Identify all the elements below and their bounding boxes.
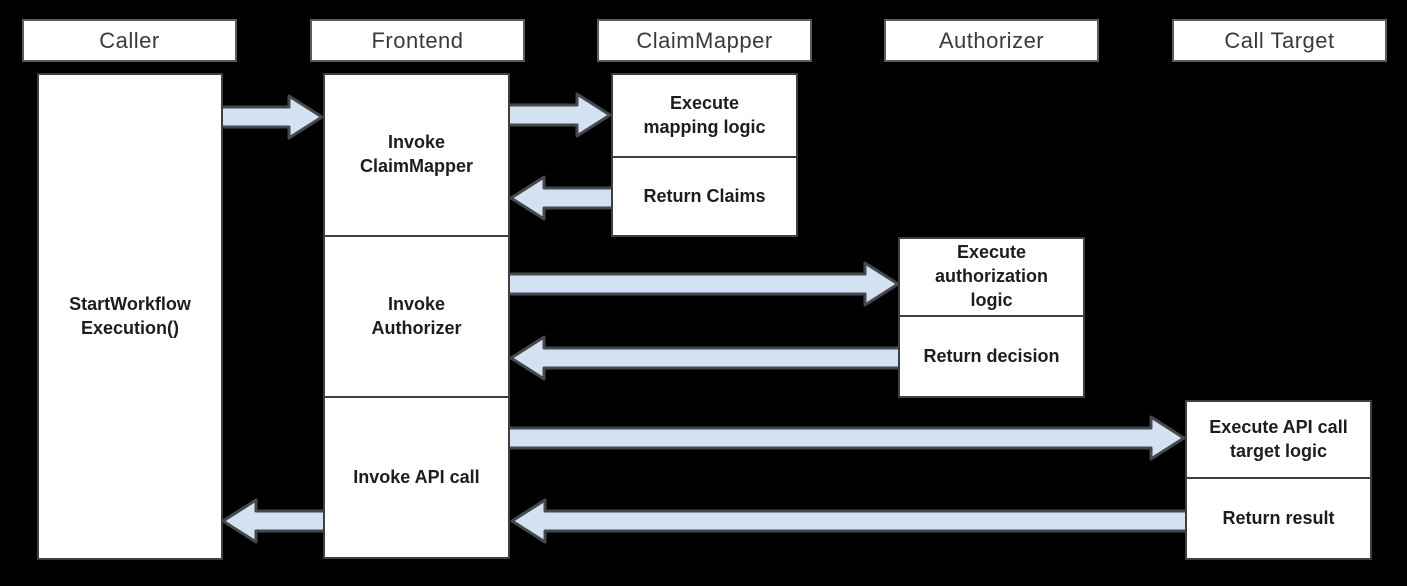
step-return-claims: Return Claims: [611, 156, 798, 237]
arrow-frontend-to-claimmapper: [506, 92, 612, 138]
column-header-frontend: Frontend: [310, 19, 525, 62]
arrow-frontend-to-call-target: [506, 415, 1186, 461]
column-header-claimmapper: ClaimMapper: [597, 19, 812, 62]
column-header-call-target: Call Target: [1172, 19, 1387, 62]
step-execute-mapping-logic: Execute mapping logic: [611, 73, 798, 158]
step-return-decision: Return decision: [898, 315, 1085, 398]
arrow-claimmapper-to-frontend: [509, 175, 615, 221]
step-invoke-api-call: Invoke API call: [323, 396, 510, 559]
arrow-authorizer-to-frontend: [509, 335, 902, 381]
step-invoke-authorizer: Invoke Authorizer: [323, 235, 510, 398]
column-header-caller: Caller: [22, 19, 237, 62]
step-return-result: Return result: [1185, 477, 1372, 560]
arrow-caller-to-frontend: [219, 94, 324, 140]
arrow-frontend-to-authorizer: [506, 261, 900, 307]
step-invoke-claimmapper: Invoke ClaimMapper: [323, 73, 510, 237]
column-header-authorizer: Authorizer: [884, 19, 1099, 62]
step-execute-api-call-target-logic: Execute API call target logic: [1185, 400, 1372, 479]
arrow-frontend-to-caller: [221, 498, 327, 544]
arrow-call-target-to-frontend: [510, 498, 1189, 544]
step-startworkflowexecution: StartWorkflow Execution(): [37, 73, 223, 560]
step-execute-authorization-logic: Execute authorization logic: [898, 237, 1085, 317]
